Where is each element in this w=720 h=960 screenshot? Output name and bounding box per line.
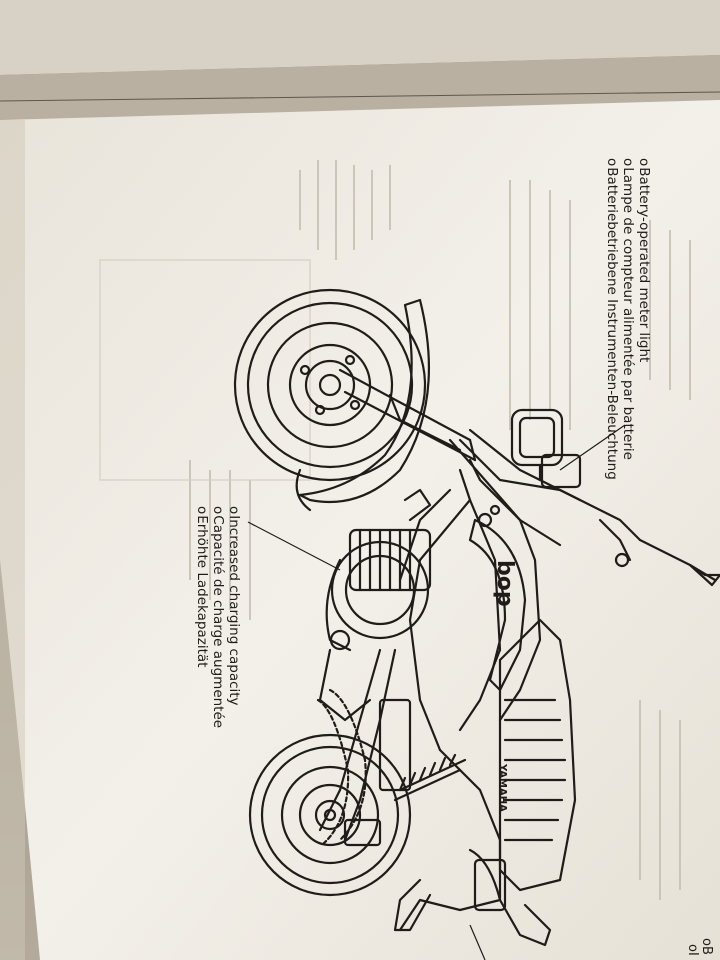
main-frame <box>398 458 542 752</box>
callout-meter-light-en: Battery-operated meter light <box>636 158 652 480</box>
front-fork <box>338 368 477 462</box>
rear-fender <box>393 748 552 947</box>
front-fender <box>298 298 431 504</box>
motorcycle-illustration <box>233 288 720 947</box>
edge-mark-b: oI <box>685 944 700 956</box>
callout-meter-light-fr: Lampe de compteur alimentée par batterie <box>620 158 636 480</box>
page-fold-line <box>0 91 720 102</box>
leader-line-charging <box>247 521 341 571</box>
edge-mark-a: oB <box>699 938 714 955</box>
callout-meter-light: Battery-operated meter light Lampe de co… <box>604 158 652 480</box>
leader-line-edge <box>469 924 486 960</box>
callout-charging-fr: Capacité de charge augmentée <box>210 506 226 728</box>
back-page-edge <box>0 55 720 120</box>
callout-charging-en: Increased charging capacity <box>226 506 242 728</box>
meter-housing <box>540 453 582 489</box>
front-wheel <box>233 288 427 482</box>
callout-charging: Increased charging capacity Capacité de … <box>194 506 242 728</box>
callout-charging-de: Erhöhte Ladekapazität <box>194 506 210 728</box>
rear-wheel <box>248 733 412 897</box>
yamaha-label: YAMAHA <box>497 763 508 812</box>
callout-meter-light-de: Batteriebetriebene Instrumenten-Beleucht… <box>604 158 620 480</box>
headlight <box>510 408 564 482</box>
engine <box>318 488 432 722</box>
bop-logo: bop <box>492 560 517 607</box>
seat <box>498 618 577 892</box>
left-shadow <box>0 120 25 960</box>
back-page <box>0 0 720 75</box>
